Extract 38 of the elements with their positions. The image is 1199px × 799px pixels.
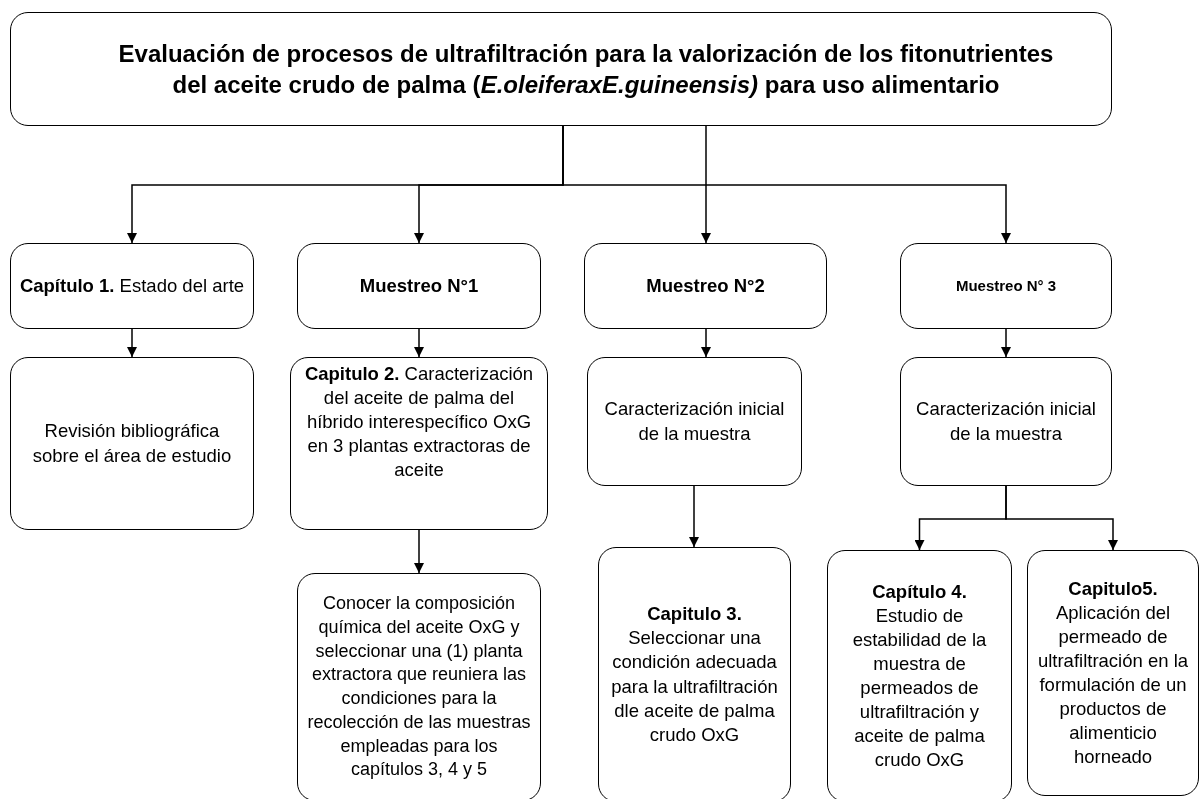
- box-heading: Muestreo N°2: [646, 273, 765, 298]
- box-text: Revisión bibliográfica sobre el área de estudio: [31, 419, 233, 468]
- process-box: [10, 357, 254, 530]
- process-box: [584, 243, 827, 329]
- box-heading: Evaluación de procesos de ultrafiltración para la valorización de los fitonutrientes del aceite crudo de palma (E.oleiferaxE.guineensis) para uso alimentario: [117, 38, 1055, 100]
- box-text: Estudio de estabilidad de la muestra de permeados de ultrafiltración y aceite de palma crudo OxG: [851, 603, 988, 773]
- chapter-heading: Capítulo 4.: [872, 579, 967, 604]
- process-box: [297, 243, 541, 329]
- process-box: [290, 357, 548, 530]
- box-text: Aplicación del permeado de ultrafiltración en la formulación de un productos de alimenticio horneado: [1036, 600, 1190, 770]
- arrow: [414, 529, 424, 574]
- box-heading: Muestreo N° 3: [955, 276, 1057, 296]
- box-text: Capítulo 1. Estado del arte: [18, 273, 246, 298]
- process-box: [900, 357, 1112, 486]
- process-box: [297, 573, 541, 799]
- arrow: [701, 328, 711, 358]
- process-box: [10, 12, 1112, 126]
- chapter-heading: Capitulo 3.: [647, 602, 742, 627]
- process-box: [598, 547, 791, 799]
- chapter-heading: Capitulo5.: [1068, 576, 1158, 601]
- arrow: [562, 125, 1011, 244]
- arrow: [1005, 485, 1118, 551]
- arrow: [701, 125, 711, 244]
- process-box: [587, 357, 802, 486]
- box-text: Seleccionar una condición adecuada para la ultrafiltración dle aceite de palma crudo OxG: [610, 626, 779, 747]
- box-text: Caracterización inicial de la muestra: [603, 397, 786, 446]
- box-heading: Muestreo N°1: [359, 273, 479, 298]
- process-box: [827, 550, 1012, 799]
- process-box: [10, 243, 254, 329]
- box-text: Capitulo 2. Caracterización del aceite de palma del híbrido interespecífico OxG en 3 plantas extractoras de aceite: [303, 362, 535, 483]
- arrow: [127, 328, 137, 358]
- arrow: [689, 485, 699, 548]
- box-text: Caracterización inicial de la muestra: [915, 397, 1097, 446]
- arrow: [1001, 328, 1011, 358]
- arrow: [414, 328, 424, 358]
- process-box: [1027, 550, 1199, 796]
- process-box: [900, 243, 1112, 329]
- box-text: Conocer la composición química del aceite OxG y seleccionar una (1) planta extractora que reuniera las condiciones para la recolección de las muestras empleadas para los capítulos 3, 4 y 5: [306, 592, 532, 782]
